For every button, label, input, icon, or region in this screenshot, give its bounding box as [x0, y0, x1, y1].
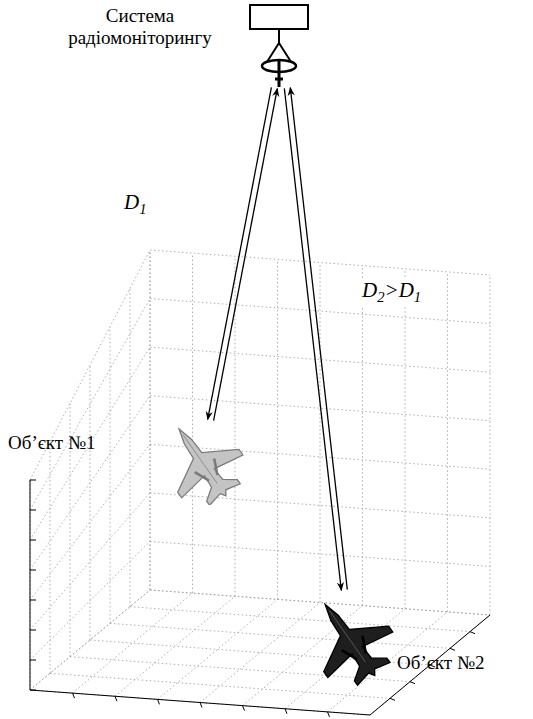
- axis-tick: [200, 703, 202, 708]
- axis-tick: [285, 709, 287, 714]
- receiver-box: [250, 5, 308, 29]
- distance-label: D1: [122, 190, 149, 218]
- grid-line: [447, 272, 448, 612]
- grid-line: [50, 673, 390, 698]
- station-label: Система радіомоніторингу: [40, 5, 240, 49]
- axis-tick: [30, 690, 36, 691]
- signal-line: [208, 87, 272, 419]
- antenna-feed: [275, 61, 283, 87]
- axis-tick: [158, 699, 160, 704]
- grid-line: [277, 259, 278, 599]
- grid-line: [362, 266, 363, 606]
- grid-line: [50, 442, 51, 674]
- signal-line: [284, 88, 341, 590]
- axis-line: [30, 690, 370, 715]
- grid-line: [130, 288, 131, 606]
- grid-line: [30, 541, 150, 660]
- grid-line: [130, 607, 470, 632]
- signal-line: [290, 88, 347, 590]
- aircraft-group: [305, 590, 395, 690]
- grid-line: [320, 263, 321, 603]
- aircraft-picture: [305, 590, 395, 690]
- axis-tick: [30, 540, 36, 541]
- grid-line: [110, 327, 111, 624]
- grid-line: [90, 365, 91, 640]
- grid-line: [150, 250, 490, 275]
- range-connector: [208, 87, 278, 420]
- symbol: >D: [385, 278, 414, 302]
- range-connector: [284, 88, 347, 591]
- symbol: D: [362, 278, 377, 302]
- object-label: Об’єкт №1: [8, 432, 153, 454]
- signal-line: [214, 89, 278, 421]
- monitoring-station: Система радіомоніторингу: [245, 3, 320, 88]
- grid-line: [30, 444, 150, 600]
- grid-line: [30, 690, 370, 715]
- grid-line: [150, 299, 490, 324]
- grid-line: [30, 396, 150, 570]
- grid-line: [150, 250, 151, 590]
- grid-line: [30, 480, 31, 690]
- axis-line: [30, 480, 31, 690]
- grid-line: [405, 269, 406, 609]
- distance-label: D2>D1: [360, 278, 423, 306]
- object-label: Об’єкт №2: [397, 652, 525, 674]
- subscript: 2: [377, 289, 384, 305]
- symbol: D: [124, 190, 139, 214]
- grid-line: [150, 541, 490, 566]
- antenna-mast: [278, 29, 280, 43]
- axis-tick: [410, 682, 415, 684]
- aircraft-object: Об’єкт №1: [160, 420, 245, 505]
- aircraft-group: [160, 420, 245, 505]
- antenna-icon: [245, 3, 320, 88]
- axis-tick: [30, 630, 36, 631]
- axis-tick: [30, 480, 36, 481]
- grid-line: [200, 603, 320, 703]
- grid-line: [158, 599, 278, 699]
- grid-line: [30, 299, 150, 510]
- aircraft-body: [305, 590, 395, 690]
- axis-tick: [450, 648, 455, 650]
- grid-line: [110, 623, 450, 648]
- axis-tick: [243, 706, 245, 711]
- aircraft-body: [160, 420, 245, 505]
- grid-line: [150, 493, 490, 518]
- axis-tick: [30, 600, 36, 601]
- aircraft-object: Об’єкт №2: [305, 590, 395, 690]
- grid-line: [73, 593, 193, 693]
- subscript: 1: [414, 289, 421, 305]
- axis-tick: [30, 570, 36, 571]
- aircraft-spine: [183, 435, 217, 484]
- axis-tick: [470, 632, 475, 634]
- grid-line: [30, 493, 150, 630]
- axis-tick: [390, 698, 395, 700]
- axis-tick: [115, 696, 117, 701]
- aircraft-spine: [329, 611, 365, 663]
- axis-tick: [30, 660, 36, 661]
- grid-line: [30, 590, 150, 690]
- grid-line: [192, 253, 193, 593]
- grid-line: [150, 590, 490, 615]
- grid-line: [150, 250, 151, 590]
- subscript: 1: [139, 201, 146, 217]
- axis-tick: [30, 510, 36, 511]
- axis-tick: [328, 712, 330, 717]
- grid-line: [490, 275, 491, 615]
- aircraft-picture: [160, 420, 245, 505]
- axis-tick: [73, 693, 75, 698]
